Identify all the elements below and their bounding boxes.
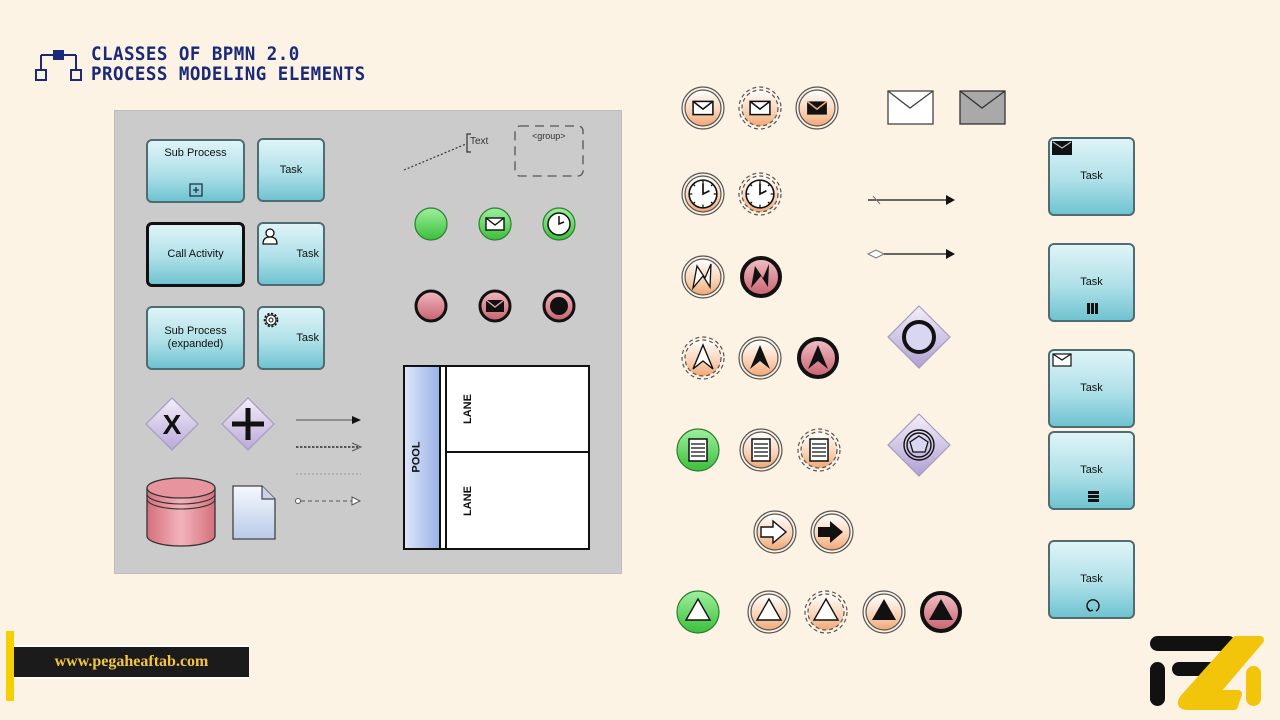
lane-1-label: LANE — [461, 394, 474, 424]
svg-text:X: X — [163, 409, 182, 440]
service-task[interactable]: Task — [257, 306, 325, 370]
title-line-1: CLASSES OF BPMN 2.0 — [91, 43, 300, 65]
message-end-event-icon[interactable] — [477, 288, 513, 324]
parallel-mi-marker-icon — [1087, 303, 1098, 314]
send-task[interactable]: Task — [1048, 137, 1135, 216]
parallel-gateway-icon[interactable] — [220, 396, 276, 452]
sequence-flow-icon — [296, 416, 361, 424]
subprocess-collapsed[interactable]: Sub Process — [146, 139, 245, 203]
page-title: CLASSES OF BPMN 2.0 PROCESS MODELING ELE… — [91, 44, 366, 84]
task-label: Task — [1080, 573, 1103, 585]
conditional-catch-interrupting-icon — [739, 428, 783, 472]
task-label: Task — [1080, 382, 1103, 394]
link-throw-icon — [810, 510, 854, 554]
conditional-sequence-flow-icon — [866, 249, 955, 259]
hierarchy-logo-icon — [35, 50, 82, 81]
footer-accent-bar — [6, 631, 14, 701]
event-catalog — [676, 86, 1006, 634]
error-end-icon — [740, 256, 782, 298]
signal-throw-icon — [862, 590, 906, 634]
default-flow-icon — [868, 195, 955, 205]
flow-connectors — [295, 416, 363, 506]
conditional-catch-non-interrupting-icon — [797, 428, 841, 472]
call-activity-label: Call Activity — [167, 248, 224, 260]
message-white-icon — [887, 90, 934, 125]
escalation-catch-non-interrupting-icon — [681, 336, 725, 380]
envelope-icon — [1052, 353, 1072, 367]
timer-start-event-icon[interactable] — [541, 206, 577, 242]
loop-icon — [1086, 599, 1100, 612]
task-label: Task — [279, 163, 303, 176]
text-annotation[interactable] — [400, 128, 500, 176]
exclusive-gateway-icon[interactable]: X — [144, 396, 200, 452]
gear-icon — [263, 312, 279, 328]
data-store-icon[interactable] — [144, 476, 218, 548]
multi-instance-sequential-task[interactable]: Task — [1048, 431, 1135, 510]
group-label: <group> — [532, 131, 566, 141]
timer-catch-non-interrupting-icon — [738, 172, 782, 216]
subprocess-label: Sub Process — [164, 147, 227, 159]
error-catch-interrupting-icon — [681, 255, 725, 299]
filled-envelope-icon — [1052, 141, 1072, 155]
event-based-gateway-icon — [887, 305, 951, 369]
signal-end-icon — [920, 591, 962, 633]
multi-instance-parallel-task[interactable]: Task — [1048, 243, 1135, 322]
none-end-event-icon[interactable] — [413, 288, 449, 324]
signal-start-icon — [676, 590, 720, 634]
link-catch-icon — [753, 510, 797, 554]
annotation-label: Text — [470, 136, 489, 147]
title-line-2: PROCESS MODELING ELEMENTS — [91, 63, 366, 85]
website-banner[interactable]: www.pegaheaftab.com — [14, 645, 249, 679]
label-line-1: Sub Process — [164, 325, 227, 337]
exclusive-event-based-gateway-icon — [887, 413, 951, 477]
signal-catch-non-interrupting-icon — [804, 590, 848, 634]
pool[interactable]: POOL LANE LANE — [403, 365, 590, 550]
user-task[interactable]: Task — [257, 222, 325, 286]
website-link[interactable]: www.pegaheaftab.com — [54, 653, 209, 670]
subprocess-expanded-label: Sub Process(expanded) — [164, 325, 226, 351]
pool-header: POOL — [405, 367, 441, 548]
data-object-icon[interactable] — [230, 484, 278, 542]
group-box[interactable] — [512, 122, 586, 178]
subprocess-expanded[interactable]: Sub Process(expanded) — [146, 306, 245, 370]
conditional-start-icon — [676, 428, 720, 472]
timer-catch-interrupting-icon — [681, 172, 725, 216]
terminate-end-event-icon[interactable] — [541, 288, 577, 324]
task-label: Task — [1080, 170, 1103, 182]
task-label: Task — [296, 247, 319, 260]
task-label: Task — [1080, 276, 1103, 288]
sequential-mi-marker-icon — [1088, 491, 1099, 502]
signal-catch-interrupting-icon — [747, 590, 791, 634]
message-throw-icon — [795, 86, 839, 130]
none-start-event-icon[interactable] — [413, 206, 449, 242]
message-start-event-icon[interactable] — [477, 206, 513, 242]
lane-divider — [447, 451, 588, 453]
call-activity[interactable]: Call Activity — [146, 222, 245, 287]
task-label: Task — [296, 331, 319, 344]
escalation-throw-icon — [738, 336, 782, 380]
plus-marker-icon — [189, 183, 203, 197]
receive-task[interactable]: Task — [1048, 349, 1135, 428]
task-plain[interactable]: Task — [257, 138, 325, 202]
lane-2-label: LANE — [461, 486, 474, 516]
task-label: Task — [1080, 464, 1103, 476]
brand-logo-icon — [1150, 636, 1264, 710]
message-catch-interrupting-icon — [681, 86, 725, 130]
pool-gap — [441, 367, 447, 548]
conditional-flow-icon — [296, 442, 363, 452]
loop-task[interactable]: Task — [1048, 540, 1135, 619]
user-icon — [262, 228, 278, 245]
message-flow-icon — [295, 496, 362, 506]
message-catch-non-interrupting-icon — [738, 86, 782, 130]
label-line-2: (expanded) — [167, 338, 224, 350]
message-gray-icon — [959, 90, 1006, 125]
escalation-end-icon — [797, 337, 839, 379]
pool-label: POOL — [410, 441, 423, 473]
